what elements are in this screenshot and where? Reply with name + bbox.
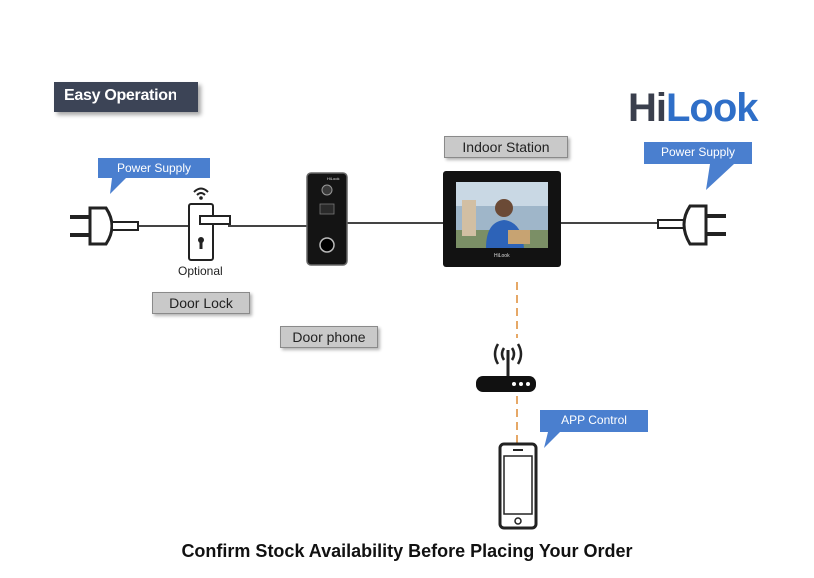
door-phone-brand: HiLook	[327, 176, 340, 181]
power-supply-callout-right: Power Supply	[644, 142, 752, 190]
door-phone-label: Door phone	[280, 326, 378, 348]
indoor-station-monitor	[443, 171, 561, 267]
call-button-icon	[319, 237, 335, 253]
power-supply-label-right: Power Supply	[660, 145, 736, 159]
callout-shape-left	[98, 158, 210, 194]
door-lock-icon	[188, 187, 231, 261]
callout-shape-app	[540, 410, 648, 448]
optional-label: Optional	[178, 264, 223, 278]
badge-arrow-tail	[176, 82, 198, 112]
camera-icon	[321, 184, 333, 196]
indoor-station-label: Indoor Station	[444, 136, 568, 158]
easy-operation-text: Easy Operation	[64, 87, 178, 104]
brand-logo: HiLook	[628, 86, 759, 131]
power-supply-label-left: Power Supply	[116, 161, 192, 175]
logo-suffix: Look	[666, 86, 759, 130]
wifi-router-icon	[476, 343, 536, 392]
monitor-brand: HiLook	[494, 253, 510, 259]
power-supply-callout-left: Power Supply	[98, 158, 210, 194]
app-control-callout: APP Control	[540, 410, 648, 448]
callout-shape-right	[644, 142, 752, 190]
app-control-label: APP Control	[561, 413, 627, 427]
door-lock-label: Door Lock	[152, 292, 250, 314]
power-plug-left-icon	[70, 206, 139, 246]
stock-notice: Confirm Stock Availability Before Placin…	[181, 541, 633, 561]
door-phone-device	[306, 172, 348, 266]
smartphone-icon	[498, 442, 538, 530]
easy-operation-badge: Easy Operation	[54, 82, 198, 112]
logo-prefix: Hi	[628, 86, 667, 130]
power-plug-right-icon	[657, 204, 726, 246]
